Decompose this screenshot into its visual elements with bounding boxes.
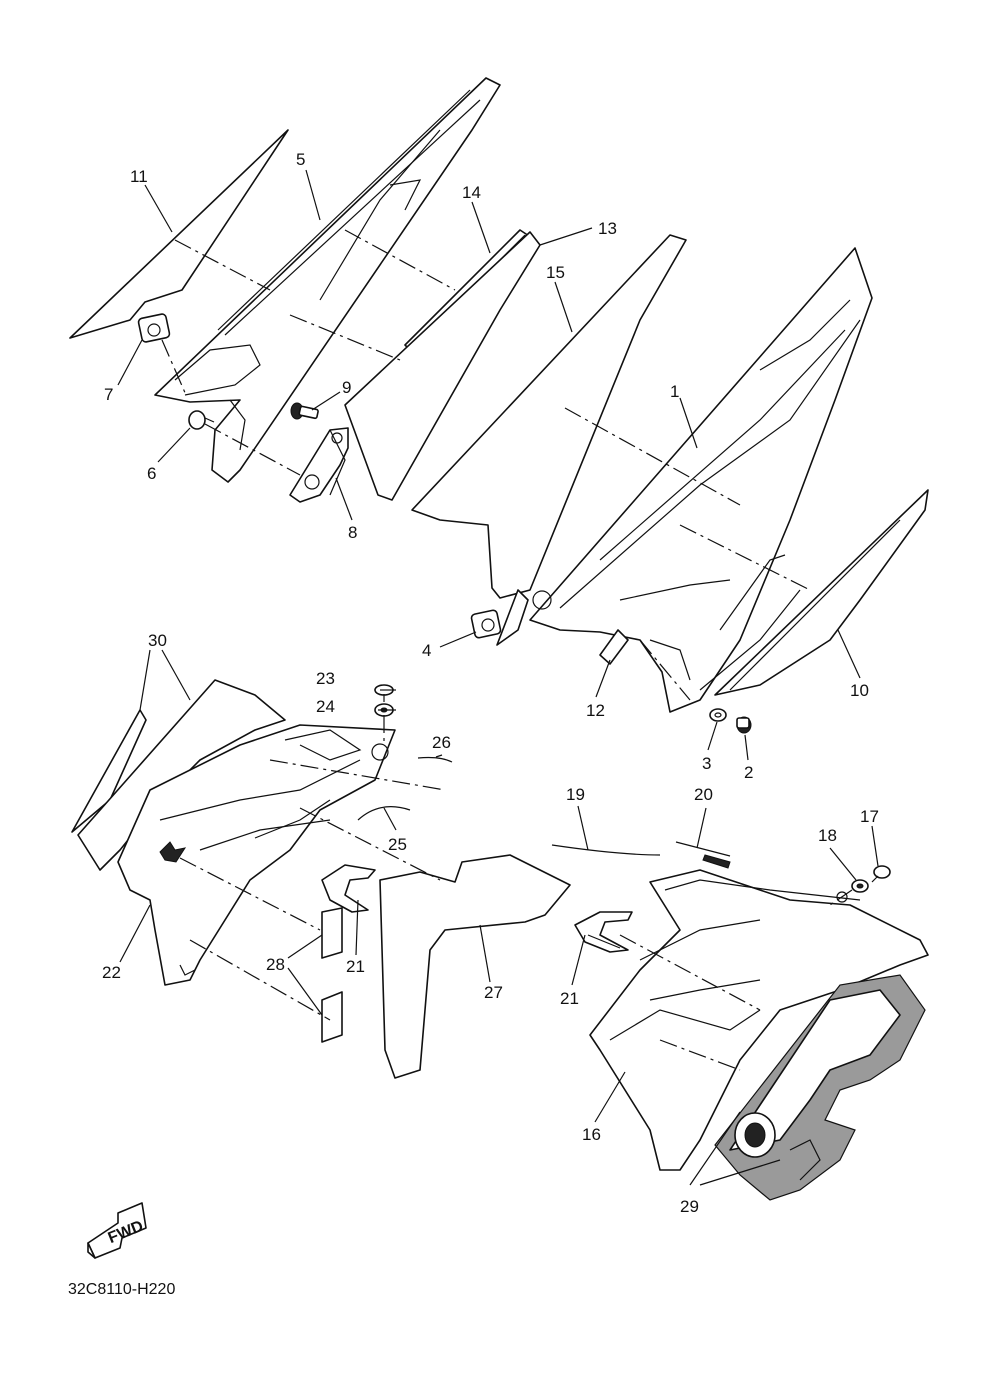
callout-21b: 21 [560, 989, 579, 1008]
callout-2: 2 [744, 763, 753, 782]
part-5-side-cover [154, 77, 501, 483]
part-18-grommet [851, 879, 869, 893]
part-15-panel [411, 234, 687, 599]
callout-25: 25 [388, 835, 407, 854]
callout-29: 29 [680, 1197, 699, 1216]
callout-numbers: 1 2 3 4 5 6 7 8 9 10 11 12 13 14 15 16 1… [102, 150, 879, 1216]
callout-4: 4 [422, 641, 431, 660]
upper-assembly-lines [161, 229, 811, 701]
part-22-lower-shroud [117, 724, 396, 986]
callout-6: 6 [147, 464, 156, 483]
part-13-panel [344, 231, 541, 501]
callout-11: 11 [130, 167, 148, 186]
callout-12: 12 [586, 701, 605, 720]
part-26-strip [417, 756, 453, 763]
callout-5: 5 [296, 150, 305, 169]
callout-26: 26 [432, 733, 451, 752]
part-12-tab [599, 629, 629, 665]
part-21-clip-right [574, 911, 633, 953]
callout-23: 23 [316, 669, 335, 688]
part-29-decal [714, 974, 926, 1201]
callout-16: 16 [582, 1125, 601, 1144]
part-28-decal-strips [321, 907, 343, 1043]
part-25-strip [357, 806, 411, 821]
lower-left-assembly-lines [179, 715, 446, 1021]
callout-28: 28 [266, 955, 285, 974]
callout-30: 30 [148, 631, 167, 650]
part-3-washer [709, 708, 727, 722]
callout-leader-lines [117, 169, 879, 1186]
callout-17: 17 [860, 807, 879, 826]
part-10-decal-panel [714, 489, 929, 696]
callout-21a: 21 [346, 957, 365, 976]
part-6-grommet [188, 410, 215, 430]
callout-15: 15 [546, 263, 565, 282]
callout-19: 19 [566, 785, 585, 804]
lower-right-assembly-lines [619, 889, 853, 1071]
callout-27: 27 [484, 983, 503, 1002]
part-1-main-side-cover [529, 247, 873, 713]
callout-18: 18 [818, 826, 837, 845]
callout-14: 14 [462, 183, 481, 202]
part-2-bolt [736, 716, 752, 734]
part-27-inner-panel [379, 854, 571, 1079]
part-17-screw [871, 865, 891, 883]
part-20-strip [675, 841, 731, 869]
callout-10: 10 [850, 681, 869, 700]
diagram-code: 32C8110-H220 [68, 1281, 175, 1298]
part-21-clip-left [321, 864, 376, 913]
callout-13: 13 [598, 219, 617, 238]
callout-1: 1 [670, 382, 679, 401]
callout-8: 8 [348, 523, 357, 542]
callout-7: 7 [104, 385, 113, 404]
callout-24: 24 [316, 697, 335, 716]
part-11-panel [69, 129, 289, 339]
callout-3: 3 [702, 754, 711, 773]
part-8-bracket [289, 427, 349, 503]
part-7-clip-nut [137, 313, 171, 343]
forward-direction-arrow: FWD [87, 1202, 147, 1259]
part-23-screw [374, 684, 394, 702]
part-16-lower-shroud [589, 869, 929, 1171]
part-9-bolt [290, 402, 319, 420]
part-4-clip-nut [470, 589, 529, 646]
callout-20: 20 [694, 785, 713, 804]
callout-22: 22 [102, 963, 121, 982]
part-19-strip [551, 844, 661, 856]
callout-9: 9 [342, 378, 351, 397]
